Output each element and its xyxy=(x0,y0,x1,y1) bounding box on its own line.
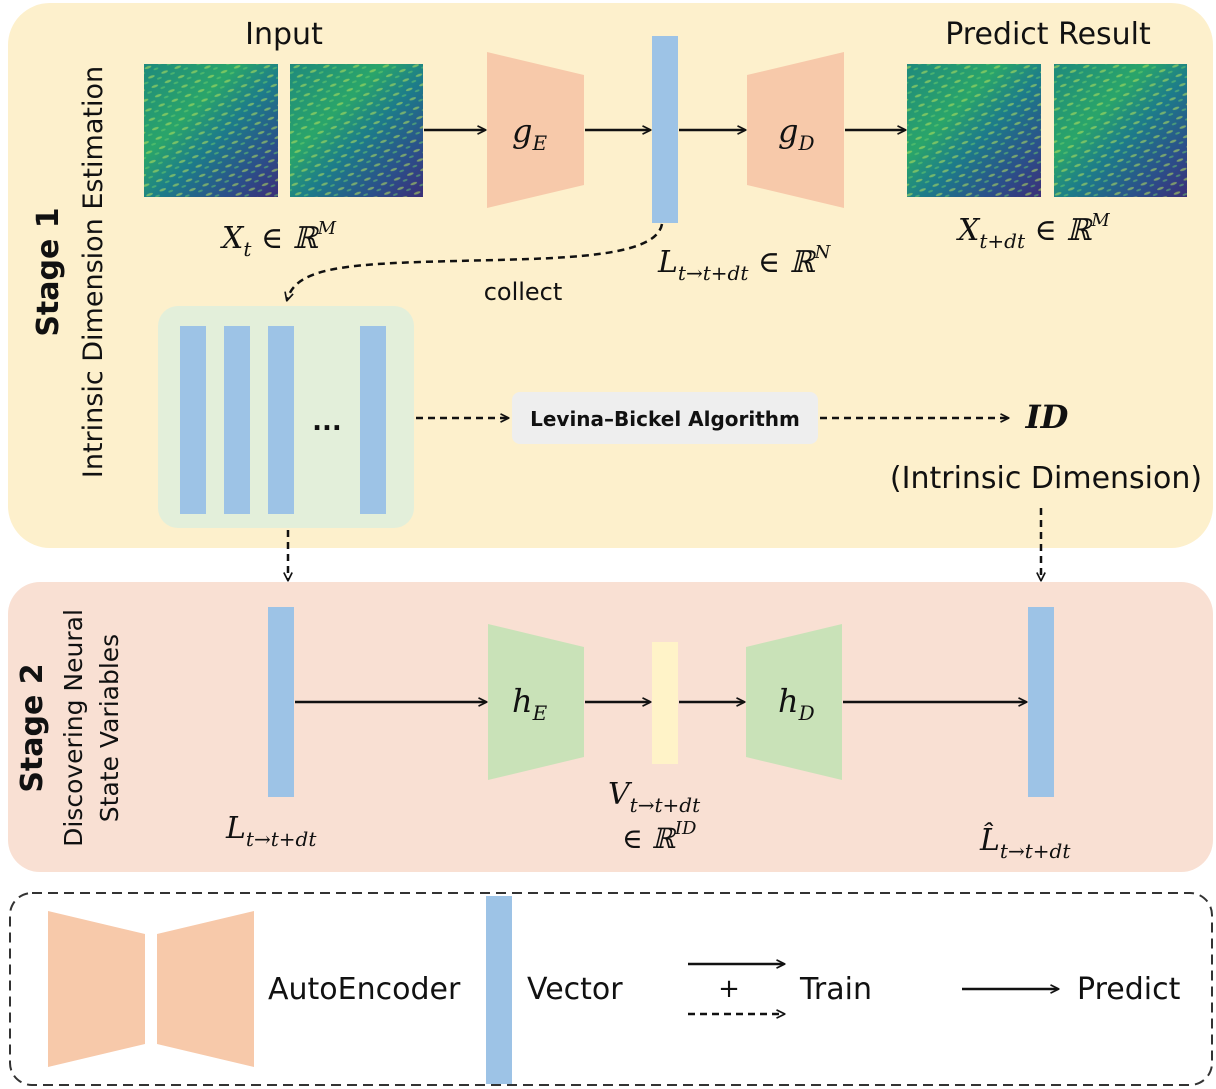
id-label: ID xyxy=(1025,398,1069,436)
output-image-2 xyxy=(1054,64,1187,197)
state-vector-set-label: ∈ ℝID xyxy=(622,818,697,855)
g-decoder xyxy=(747,52,844,208)
state-vector-label: Vt→t+dt xyxy=(608,777,701,817)
stage2-input-vector xyxy=(268,607,294,797)
stage2-title: Stage 2 xyxy=(15,663,50,792)
collected-vector-2 xyxy=(224,326,250,514)
legend-vector-label: Vector xyxy=(527,972,623,1007)
legend-vector-swatch xyxy=(486,896,512,1084)
input-math-label: Xt ∈ ℝM xyxy=(220,218,337,261)
predict-result-label: Predict Result xyxy=(945,17,1151,52)
collected-vector-3 xyxy=(268,326,294,514)
g-encoder-label: gE xyxy=(512,112,547,155)
h-encoder-label: hE xyxy=(512,682,548,725)
stage2-output-vector-label: L̂t→t+dt xyxy=(979,823,1071,863)
collect-label: collect xyxy=(484,278,563,306)
input-image-1 xyxy=(144,64,278,197)
h-decoder xyxy=(746,624,842,780)
g-encoder xyxy=(487,52,584,208)
stage2-subtitle-line2: State Variables xyxy=(95,634,124,822)
h-encoder xyxy=(488,624,584,780)
input-label: Input xyxy=(245,17,323,52)
stage2-subtitle-line1: Discovering Neural xyxy=(59,609,88,847)
collection-ellipsis: ... xyxy=(312,407,342,437)
g-decoder-label: gD xyxy=(778,112,815,155)
legend-plus: + xyxy=(718,974,740,1004)
collected-vector-1 xyxy=(180,326,206,514)
legend-autoencoder-encoder xyxy=(48,911,145,1067)
stage2-input-vector-label: Lt→t+dt xyxy=(225,811,317,851)
collect-arrow xyxy=(287,223,664,300)
latent-math-label: Lt→t+dt ∈ ℝN xyxy=(657,242,832,285)
latent-vector xyxy=(652,36,678,223)
legend-autoencoder-decoder xyxy=(157,911,254,1067)
id-caption: (Intrinsic Dimension) xyxy=(890,461,1202,496)
legend-autoencoder-label: AutoEncoder xyxy=(268,972,461,1007)
input-image-2 xyxy=(290,64,423,197)
h-decoder-label: hD xyxy=(778,682,815,725)
state-variable-vector xyxy=(652,642,678,764)
levina-bickel-box xyxy=(512,392,818,444)
collected-vector-n xyxy=(360,326,386,514)
output-image-1 xyxy=(907,64,1041,197)
stage1-title: Stage 1 xyxy=(31,207,66,336)
legend-predict-label: Predict xyxy=(1077,972,1181,1007)
levina-bickel-label: Levina–Bickel Algorithm xyxy=(530,407,800,431)
legend-train-label: Train xyxy=(799,972,872,1007)
legend-box xyxy=(9,892,1213,1086)
stage2-panel xyxy=(8,582,1213,872)
output-math-label: Xt+dt ∈ ℝM xyxy=(956,210,1110,253)
stage2-output-vector xyxy=(1028,607,1054,797)
stage1-subtitle: Intrinsic Dimension Estimation xyxy=(78,66,109,478)
